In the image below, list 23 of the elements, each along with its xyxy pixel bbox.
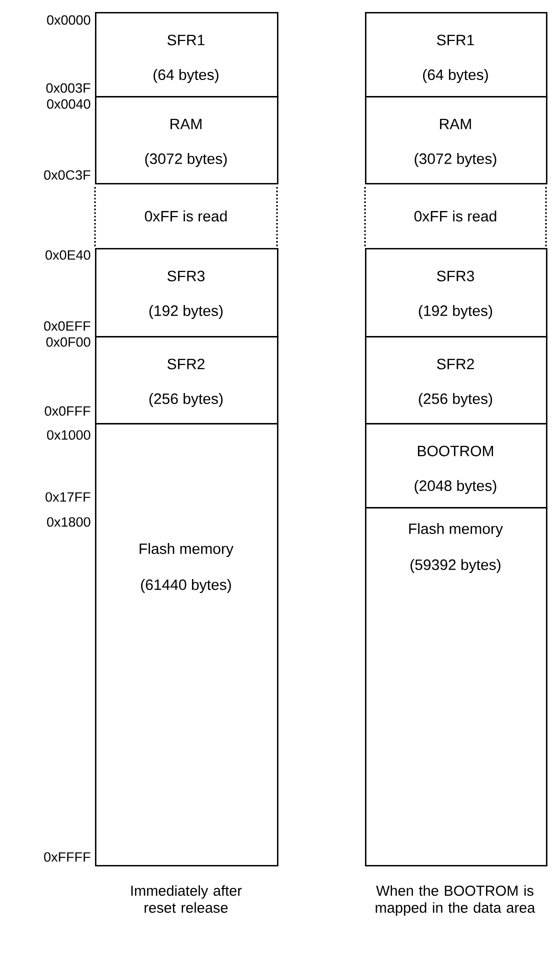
unmapped-region: 0xFF is read — [94, 187, 278, 248]
memory-block: SFR3 (192 bytes) — [365, 248, 548, 338]
memory-block: SFR2 (256 bytes) — [365, 336, 548, 424]
memory-block: SFR2 (256 bytes) — [95, 336, 278, 424]
address-label: 0x0EFF — [44, 321, 90, 331]
address-label: 0x0FFF — [44, 406, 90, 416]
address-label: 0x0C3F — [44, 170, 90, 180]
memory-block: SFR1 (64 bytes) — [365, 12, 548, 98]
memory-block: RAM (3072 bytes) — [365, 96, 548, 184]
memory-block: Flash memory (61440 bytes) — [95, 423, 278, 866]
memory-block: BOOTROM (2048 bytes) — [365, 423, 548, 508]
memory-block: SFR1 (64 bytes) — [95, 12, 278, 98]
unmapped-region: 0xFF is read — [364, 187, 547, 248]
memory-block: Flash memory (59392 bytes) — [365, 507, 548, 866]
address-label: 0x003F — [46, 83, 90, 93]
address-label: 0x0F00 — [46, 337, 90, 347]
column-caption: Immediately after reset release — [131, 885, 242, 913]
memory-block: SFR3 (192 bytes) — [95, 248, 278, 338]
address-label: 0x1000 — [47, 430, 90, 440]
column-caption: When the BOOTROM is mapped in the data area — [376, 885, 536, 916]
address-label: 0x0040 — [47, 99, 90, 109]
address-label: 0x0E40 — [46, 250, 90, 260]
memory-block: RAM (3072 bytes) — [95, 96, 278, 184]
